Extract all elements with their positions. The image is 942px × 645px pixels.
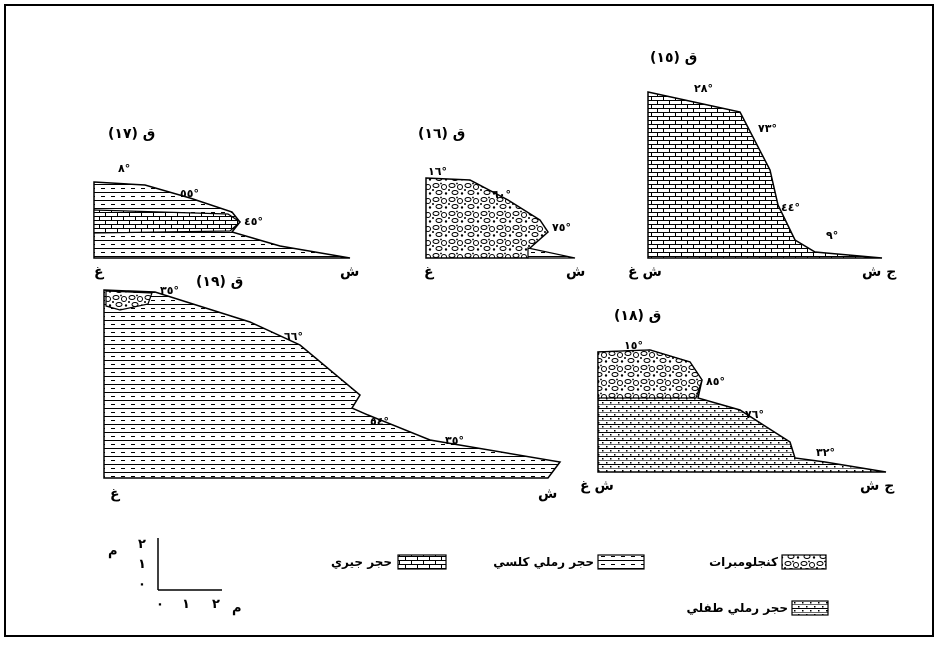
profile-18: ق (١٨) ١٥° ٨٥° ٧٦° ٣٢° ش غ ج ش [580,308,895,494]
scale-x-tick-0: ٠ [156,597,164,612]
profile-15-angle-1: ٢٨° [694,82,713,95]
profile-15-title: ق (١٥) [650,50,697,66]
legend-swatch-conglomerates [781,554,827,570]
profile-19-dir-right: ش [538,486,557,502]
profile-15-angle-3: ٤٤° [781,201,800,214]
scale-y-tick-1: ١ [138,557,146,572]
scale-x-tick-2: ٢ [212,597,220,612]
legend-label-calcareous-sandstone: حجر رملي كلسي [493,555,594,569]
scale-unit-x: م [232,601,242,616]
profile-17-dir-left: غ [94,264,105,280]
profile-19-angle-2: ٦٦° [284,330,303,343]
legend-swatch-limestone [397,554,447,570]
profile-15: ق (١٥) ٢٨° ٧٣° ٤٤° ٩° ش غ ج ش [628,50,897,280]
scale-unit-y: م [108,544,118,559]
scale-bar: م ٢ ١ ٠ ٠ ١ ٢ م [108,537,242,616]
profile-16-dir-right: ش [566,264,585,280]
profile-15-angle-4: ٩° [826,229,838,242]
profile-17-angle-3: ٤٥° [244,215,263,228]
profile-15-angle-2: ٧٣° [758,122,777,135]
profile-19-angle-4: ٣٥° [445,434,464,447]
profile-19-angle-3: ٥٤° [370,415,389,428]
profile-19: ق (١٩) ٣٥° ٦٦° ٥٤° ٣٥° غ ش [103,274,562,502]
figure-frame [4,4,934,637]
legend: حجر جيري حجر رملي كلسي كنجلومبرات حجر رم… [331,554,829,616]
scale-y-tick-2: ٢ [138,537,146,552]
profile-16-angle-3: ٧٥° [552,221,571,234]
profile-17-title: ق (١٧) [108,126,155,142]
profile-18-angle-1: ١٥° [624,339,643,352]
profile-15-dir-left: ش غ [628,264,662,280]
profile-19-title: ق (١٩) [196,274,243,290]
profile-18-title: ق (١٨) [614,308,661,324]
profile-16-title: ق (١٦) [418,126,465,142]
legend-swatch-clayey-sandstone [791,600,829,616]
legend-swatch-calcareous-sandstone [597,554,645,570]
profile-16-dir-left: غ [424,264,435,280]
legend-label-conglomerates: كنجلومبرات [709,555,778,570]
profile-18-angle-3: ٧٦° [745,408,764,421]
profile-18-dir-right: ج ش [860,478,895,494]
profile-16-angle-1: ١٦° [428,165,447,178]
profile-17-dir-right: ش [340,264,359,280]
profile-18-angle-2: ٨٥° [706,375,725,388]
profile-19-angle-1: ٣٥° [160,284,179,297]
legend-label-clayey-sandstone: حجر رملي طفلي [687,601,788,615]
profile-17-angle-2: ٥٥° [180,187,199,200]
profile-16-angle-2: ٦٠° [492,188,511,201]
profile-18-angle-4: ٣٢° [816,446,835,459]
profile-19-dir-left: غ [110,486,121,502]
scale-y-tick-0: ٠ [138,577,146,592]
profile-18-dir-left: ش غ [580,478,614,494]
profile-17-angle-1: ٨° [118,162,130,175]
profile-16: ق (١٦) ١٦° ٦٠° ٧٥° غ ش [418,126,585,280]
profile-15-dir-right: ج ش [862,264,897,280]
scale-x-tick-1: ١ [182,597,190,612]
legend-label-limestone: حجر جيري [331,555,392,569]
profile-17: ق (١٧) ٨° ٥٥° ٤٥° غ ش [93,126,359,280]
